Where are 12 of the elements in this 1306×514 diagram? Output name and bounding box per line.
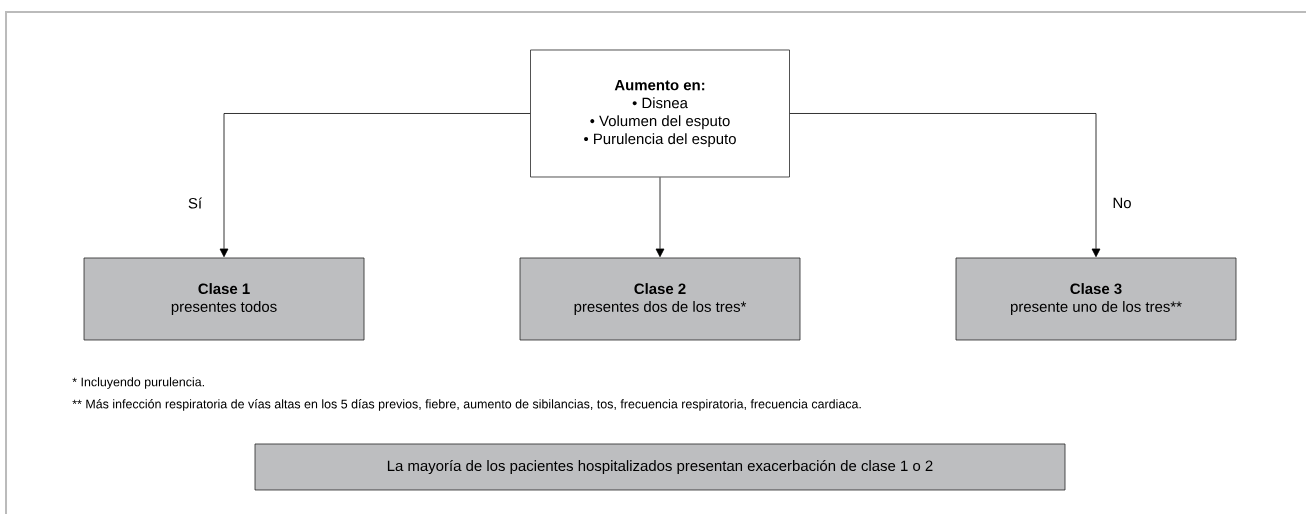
edge-label: Sí [186, 196, 204, 210]
footnote: * Incluyendo purulencia. [72, 377, 204, 389]
question-box: Aumento en: • Disnea • Volumen del esputo • Purulencia del esputo [530, 49, 790, 178]
class-box: Clase 1 presentes todos [83, 257, 365, 341]
footnote: ** Más infección respiratoria de vías altas en los 5 días previos, fiebre, aumento de sibilancias, tos, frecuencia respiratoria, frecuencia cardiaca. [72, 399, 861, 411]
arrow [655, 177, 665, 258]
arrow [789, 113, 1101, 258]
class-box: Clase 3 presente uno de los tres** [955, 257, 1237, 341]
arrow [219, 113, 531, 258]
class-box: Clase 2 presentes dos de los tres* [519, 257, 801, 341]
edge-label: No [1111, 196, 1133, 210]
note-box: La mayoría de los pacientes hospitalizados presentan exacerbación de clase 1 o 2 [254, 443, 1066, 491]
